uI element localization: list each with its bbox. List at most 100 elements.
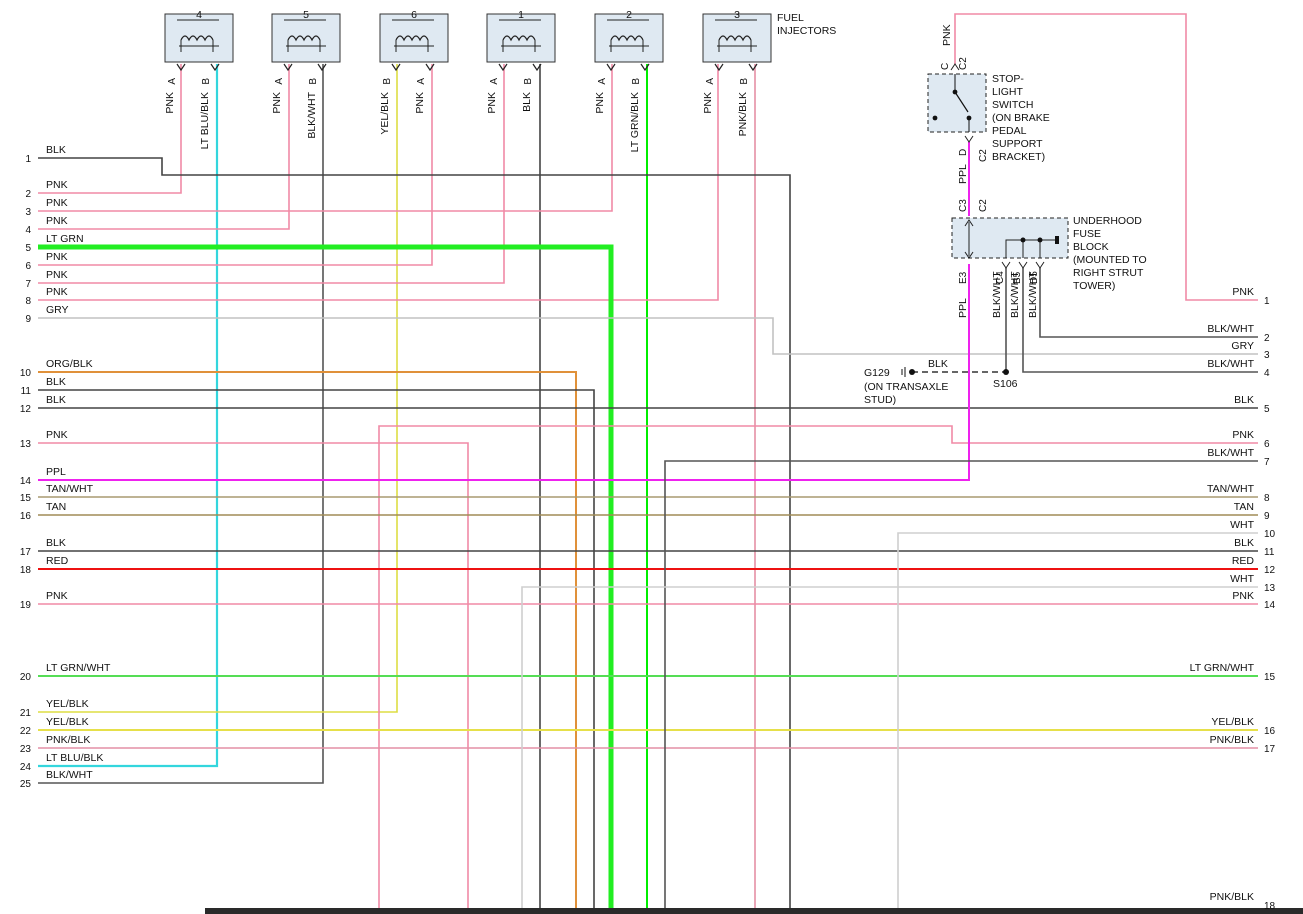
left-pin-number-3: 3: [25, 207, 31, 218]
right-pin-label-5: BLK: [1234, 394, 1254, 406]
coil-icon: [180, 35, 214, 42]
fuse-block-bottom-pin-E3: E3: [958, 271, 969, 284]
injector-6-wire-b-label: PNK: [414, 92, 426, 114]
left-pin-number-16: 16: [20, 511, 32, 522]
fuel-injectors-title-line2: INJECTORS: [777, 25, 836, 37]
connector-pin-chevron: [391, 63, 401, 72]
fuse-block-label-line-3: BLOCK: [1073, 241, 1109, 253]
connector-pin-chevron: [640, 63, 650, 72]
wire-fuse-b5-blkwht: [1022, 268, 1258, 373]
left-pin-number-8: 8: [25, 296, 31, 307]
fuse-block-bottom-wire-label-1: PPL: [957, 298, 969, 318]
right-pin-number-12: 12: [1264, 565, 1276, 576]
left-pin-number-22: 22: [20, 726, 32, 737]
fuse-block-bottom-pin-B5: B5: [1012, 271, 1023, 284]
injector-2-pin-b-label: B: [631, 78, 642, 85]
left-pin-number-20: 20: [20, 672, 32, 683]
wire-inj6-a-pnk: [38, 64, 433, 266]
left-pin-number-25: 25: [20, 779, 32, 790]
fuel-injector-5: 5: [271, 9, 341, 72]
right-pin-label-17: PNK/BLK: [1210, 734, 1254, 746]
wire-left-9-gry: [38, 317, 1258, 355]
left-pin-label-1: BLK: [46, 144, 66, 156]
injector-6-wire-a-label: YEL/BLK: [379, 92, 391, 135]
wire-inj5-b-blkwht: [38, 64, 324, 784]
wire-inj5-a-pnk: [38, 64, 290, 230]
fuse-block-top-conn: C2: [978, 199, 989, 212]
left-pin-label-13: PNK: [46, 429, 68, 441]
injector-number: 4: [196, 9, 202, 21]
right-pin-label-3: GRY: [1231, 340, 1254, 352]
right-pin-number-1: 1: [1264, 296, 1270, 307]
injector-number: 5: [303, 9, 309, 21]
injector-number: 1: [518, 9, 524, 21]
injector-3-pin-a-label: A: [705, 78, 716, 85]
left-pin-number-18: 18: [20, 565, 32, 576]
fuse-block-label-line-4: (MOUNTED TO: [1073, 254, 1147, 266]
right-pin-number-8: 8: [1264, 493, 1270, 504]
left-pin-label-12: BLK: [46, 394, 66, 406]
connector-pin-chevron: [283, 63, 293, 72]
connector-pin-chevron: [606, 63, 616, 72]
left-pin-number-11: 11: [21, 386, 32, 397]
ground-name: G129: [864, 367, 890, 379]
right-pin-label-2: BLK/WHT: [1207, 323, 1254, 335]
stop-light-switch-label-line-7: BRACKET): [992, 151, 1045, 163]
left-pin-label-15: TAN/WHT: [46, 483, 94, 495]
left-pin-number-7: 7: [25, 279, 31, 290]
left-pin-label-23: PNK/BLK: [46, 734, 90, 746]
wire-right-13-wht: [521, 586, 1258, 910]
left-pin-number-1: 1: [25, 154, 31, 165]
stop-light-switch-body: [927, 73, 987, 133]
stop-light-switch-label-line-6: SUPPORT: [992, 138, 1043, 150]
left-pin-label-5: LT GRN: [46, 233, 84, 245]
wire-right-10-wht: [897, 532, 1258, 910]
wire-left-1-blk: [38, 157, 791, 910]
injector-6-pin-b-label: A: [416, 78, 427, 85]
stop-light-switch-label-line-4: (ON BRAKE: [992, 112, 1050, 124]
wire-inj6-b-yelblk: [38, 64, 398, 713]
stop-light-switch: [927, 63, 987, 143]
left-pin-label-22: YEL/BLK: [46, 716, 89, 728]
right-pin-number-16: 16: [1264, 726, 1276, 737]
connector-pin-chevron: [425, 63, 435, 72]
fuse-block-bottom-pin-C4: C4: [995, 271, 1006, 284]
coil-icon: [718, 35, 752, 42]
fuse-block-bottom-wire-label-4: BLK/WHT: [1027, 271, 1039, 318]
ground-bar-icon: [1055, 236, 1059, 244]
injector-5-wire-b-label: BLK/WHT: [306, 91, 318, 138]
wire-left-11-blk: [38, 389, 595, 910]
injector-body: [271, 13, 341, 63]
splice-dot: [1020, 237, 1026, 243]
left-pin-number-17: 17: [20, 547, 32, 558]
injector-4-pin-b-label: B: [201, 78, 212, 85]
fuse-block-label-line-1: UNDERHOOD: [1073, 215, 1142, 227]
stop-light-bottom-wire-label: PPL: [957, 164, 969, 184]
right-pin-label-4: BLK/WHT: [1207, 358, 1254, 370]
injector-number: 3: [734, 9, 740, 21]
right-pin-number-17: 17: [1264, 744, 1276, 755]
injector-4-wire-a-label: PNK: [164, 92, 176, 114]
wires-layer: [38, 13, 1258, 910]
injector-body: [164, 13, 234, 63]
wire-inj1-a-pnk: [38, 64, 505, 284]
injector-number: 6: [411, 9, 417, 21]
injector-body: [594, 13, 664, 63]
injector-5-pin-a-label: A: [274, 78, 285, 85]
right-pin-label-12: RED: [1232, 555, 1255, 567]
left-pin-number-10: 10: [20, 368, 32, 379]
fuse-block-bottom-wire-label-2: BLK/WHT: [991, 271, 1003, 318]
right-pin-number-18: 18: [1264, 901, 1276, 912]
fuse-block-bottom-pin-D5: D5: [1029, 271, 1040, 284]
right-pin-label-9: TAN: [1234, 501, 1254, 513]
left-pin-number-6: 6: [25, 261, 31, 272]
right-pin-number-4: 4: [1264, 368, 1270, 379]
right-pin-number-11: 11: [1264, 547, 1275, 558]
left-pin-number-21: 21: [20, 708, 32, 719]
right-pin-label-10: WHT: [1230, 519, 1254, 531]
injector-5-wire-a-label: PNK: [271, 92, 283, 114]
left-pin-label-6: PNK: [46, 251, 68, 263]
wire-fuse-d5-blkwht: [1039, 268, 1258, 338]
left-pin-number-24: 24: [20, 762, 32, 773]
right-pin-label-13: WHT: [1230, 573, 1254, 585]
